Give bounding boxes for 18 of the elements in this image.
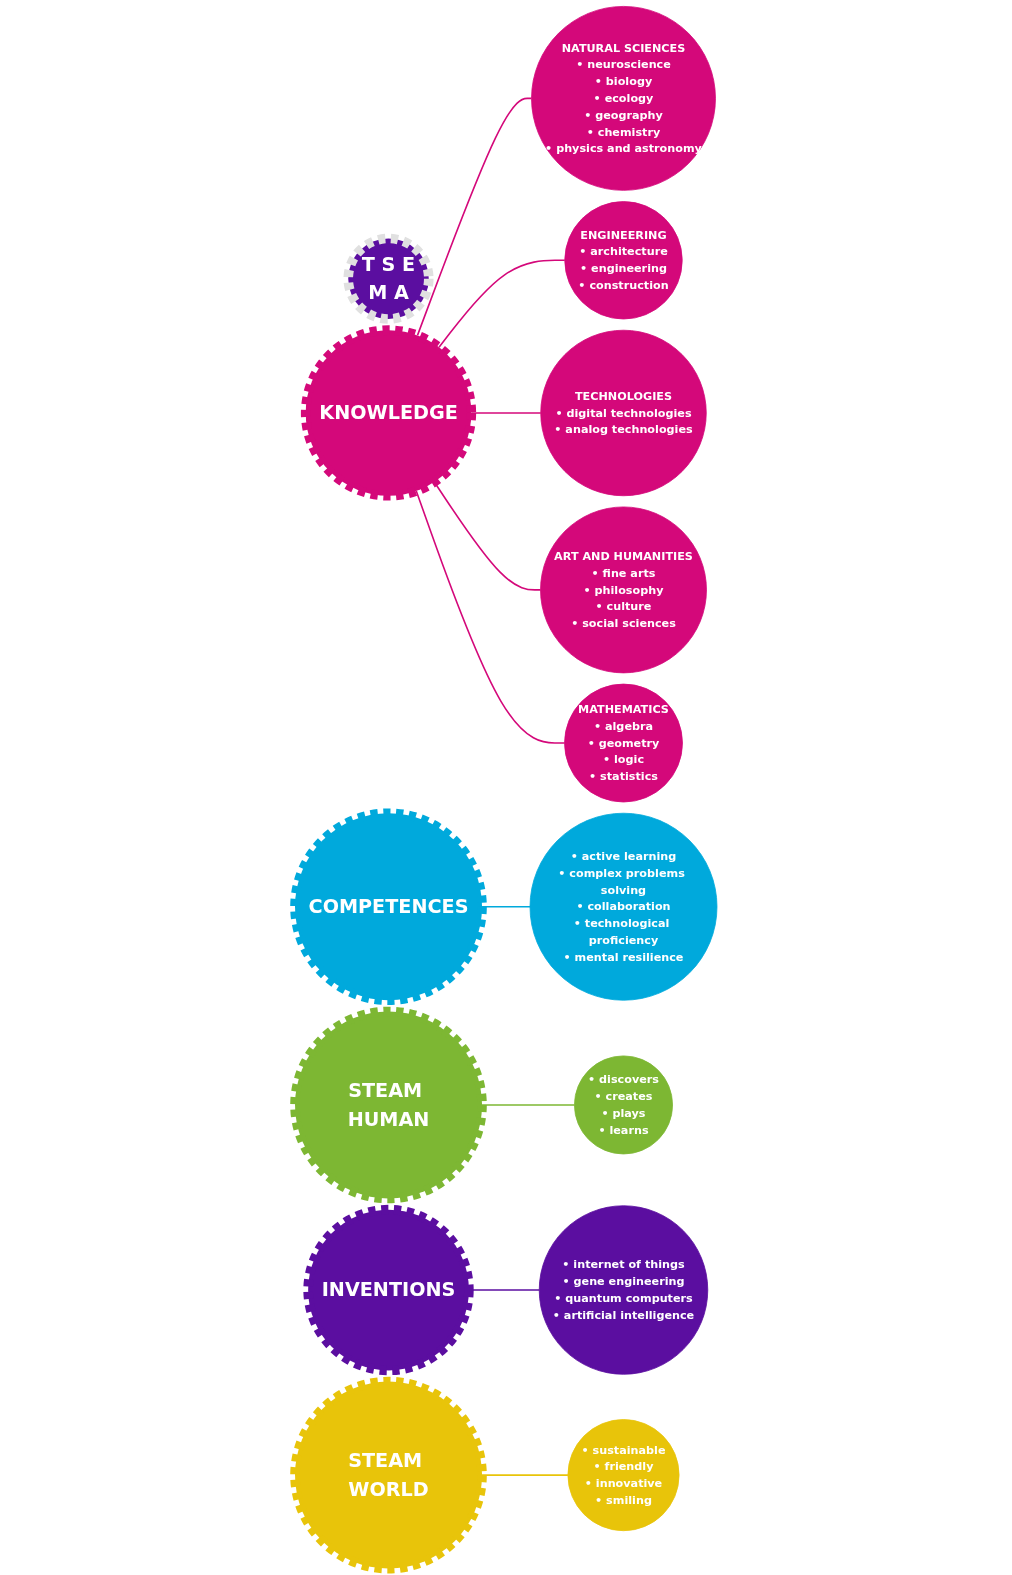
node-circle: • active learning • complex problems solving • collaboration • technological proficiency • mental resilience xyxy=(529,812,718,1001)
node-circle: ENGINEERING • architecture • engineering • construction xyxy=(564,201,683,320)
node-circle: • sustainable • friendly • innovative • smiling xyxy=(567,1419,680,1532)
node-circle: STEAM WORLD xyxy=(290,1376,487,1574)
node-circle: TECHNOLOGIES • digital technologies • analog technologies xyxy=(540,329,707,497)
node-circle: COMPETENCES xyxy=(290,808,487,1006)
node-circle: MATHEMATICS • algebra • geometry • logic • statistics xyxy=(564,683,683,803)
node-circle: • internet of things • gene engineering • quantum computers • artificial intelligence xyxy=(538,1205,709,1375)
connector xyxy=(481,905,531,908)
node-circle: T S E M A xyxy=(343,233,434,324)
connector xyxy=(481,1104,576,1106)
node-circle: KNOWLEDGE xyxy=(300,325,477,501)
connector xyxy=(470,412,542,414)
node-circle: ART AND HUMANITIES • fine arts • philosophy • culture • social sciences xyxy=(540,506,707,674)
node-circle: STEAM HUMAN xyxy=(290,1006,487,1204)
node-circle: INVENTIONS xyxy=(303,1204,474,1376)
node-circle: NATURAL SCIENCES • neuroscience • biology • ecology • geography • chemistry • physics and astronomy xyxy=(531,6,716,191)
node-circle: • discovers • creates • plays • learns xyxy=(574,1055,673,1155)
